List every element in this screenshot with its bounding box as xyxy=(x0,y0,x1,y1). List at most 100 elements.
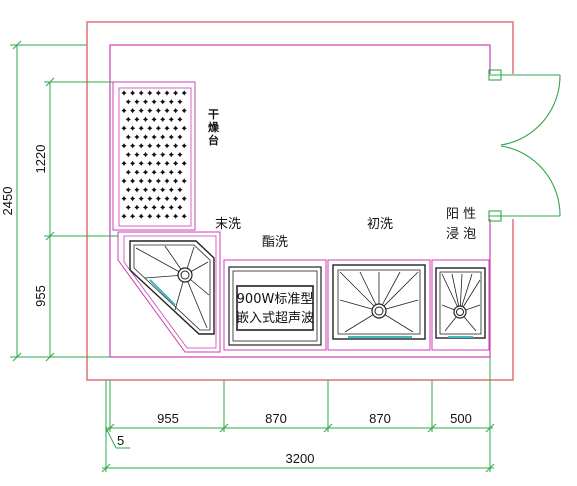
label-dry-table: 干 燥 台 xyxy=(208,108,223,147)
dry-table-star xyxy=(155,108,161,114)
dry-table-star xyxy=(177,134,183,140)
dry-table-star xyxy=(155,125,161,131)
dry-table-star xyxy=(164,108,170,114)
dry-table-star xyxy=(138,143,144,149)
dry-table-star xyxy=(168,116,174,122)
door-swing-arc-upper xyxy=(500,74,561,146)
dry-table-pattern xyxy=(121,90,187,219)
dim-bottom-seg-1: 955 xyxy=(157,411,179,426)
dry-table-star xyxy=(121,125,127,131)
dry-table-star xyxy=(151,152,157,158)
dry-table-star xyxy=(177,187,183,193)
dry-table-star xyxy=(164,143,170,149)
dry-table-star xyxy=(164,213,170,219)
dry-table-star xyxy=(147,178,153,184)
dry-table-star xyxy=(138,213,144,219)
dry-table-star xyxy=(134,99,140,105)
dry-table-star xyxy=(155,213,161,219)
dry-table-star xyxy=(147,196,153,202)
dry-table-star xyxy=(160,134,166,140)
dry-table-star xyxy=(177,116,183,122)
dry-table-star xyxy=(160,187,166,193)
dry-table-star xyxy=(147,143,153,149)
dry-table-star xyxy=(134,187,140,193)
dry-table-star xyxy=(181,143,187,149)
dry-table-star xyxy=(130,196,136,202)
dry-table-star xyxy=(121,178,127,184)
dry-table-star xyxy=(151,204,157,210)
dry-table-star xyxy=(155,196,161,202)
dry-table-star xyxy=(125,134,131,140)
dry-table-star xyxy=(164,160,170,166)
dry-table-star xyxy=(173,108,179,114)
dry-table-star xyxy=(181,90,187,96)
dry-table-star xyxy=(155,178,161,184)
dry-table-star xyxy=(134,116,140,122)
dry-table-star xyxy=(164,90,170,96)
dry-table-star xyxy=(142,99,149,105)
label-anodize-soak-1: 阳 性 xyxy=(446,207,476,222)
dry-table-star xyxy=(130,213,136,219)
dry-table-star xyxy=(130,108,136,114)
dry-table-star xyxy=(151,134,157,140)
dry-table-star xyxy=(142,187,149,193)
dry-table-star xyxy=(151,169,157,175)
dry-table-star xyxy=(173,213,179,219)
dry-table-star xyxy=(130,125,136,131)
dry-table-star xyxy=(125,204,131,210)
ultrasonic-label-line1: 900W标准型 xyxy=(237,292,314,307)
dry-table-star xyxy=(181,196,187,202)
bottom-dimensions xyxy=(101,357,495,473)
dry-table-star xyxy=(125,116,131,122)
dry-table-star xyxy=(155,90,161,96)
dry-table-star xyxy=(155,160,161,166)
dry-table-star xyxy=(173,196,179,202)
dry-table-star xyxy=(173,160,179,166)
dry-table-star xyxy=(125,152,131,158)
dry-table-star xyxy=(130,143,136,149)
dry-table-star xyxy=(130,90,136,96)
dry-table-star xyxy=(134,204,140,210)
dry-table-star xyxy=(177,169,183,175)
dry-table-star xyxy=(173,143,179,149)
dry-table-star xyxy=(138,160,144,166)
dim-bottom-seg-2: 870 xyxy=(265,411,287,426)
dry-table-star xyxy=(168,187,174,193)
dim-bottom-seg-3: 870 xyxy=(369,411,391,426)
dim-bottom-total: 3200 xyxy=(286,451,315,466)
dry-table-star xyxy=(142,152,149,158)
dry-table-star xyxy=(173,90,179,96)
dry-table-star xyxy=(142,169,149,175)
dry-table-star xyxy=(160,116,166,122)
dry-table-star xyxy=(173,125,179,131)
dry-table-star xyxy=(147,108,153,114)
dry-table xyxy=(112,81,196,231)
dry-table-star xyxy=(151,187,157,193)
dry-table-star xyxy=(168,99,174,105)
dry-table-star xyxy=(121,143,127,149)
dry-table-star xyxy=(164,125,170,131)
dry-table-star xyxy=(138,178,144,184)
dry-table-star xyxy=(177,204,183,210)
dry-table-star xyxy=(181,213,187,219)
dry-table-star xyxy=(164,178,170,184)
dry-table-star xyxy=(134,134,140,140)
dry-table-star xyxy=(160,169,166,175)
tank-rough-wash xyxy=(327,259,431,351)
dry-table-star xyxy=(151,116,157,122)
dry-table-star xyxy=(134,169,140,175)
dry-table-star xyxy=(138,108,144,114)
dry-table-star xyxy=(142,116,149,122)
dry-table-star xyxy=(177,99,183,105)
dry-table-star xyxy=(177,152,183,158)
door-swing-arc-lower xyxy=(500,145,561,217)
dry-table-star xyxy=(121,160,127,166)
dry-table-star xyxy=(121,196,127,202)
ultrasonic-label-line2: 嵌入式超声波 xyxy=(236,311,314,326)
dry-table-star xyxy=(151,99,157,105)
dry-table-star xyxy=(181,125,187,131)
dry-table-star xyxy=(125,99,131,105)
dry-table-star xyxy=(125,187,131,193)
dry-table-star xyxy=(173,178,179,184)
